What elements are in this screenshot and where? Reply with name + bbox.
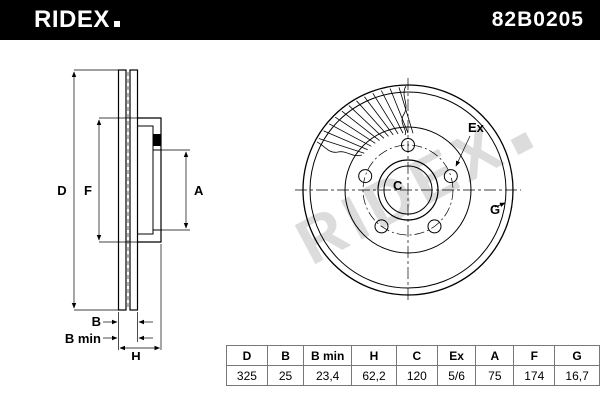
- dim-label-D: D: [57, 183, 66, 198]
- bolt-hole: [427, 219, 442, 234]
- spec-value-Bmin: 23,4: [303, 365, 353, 386]
- spec-header-A: A: [475, 345, 515, 366]
- bolt-hole: [358, 169, 373, 184]
- dim-label-C: C: [393, 178, 403, 193]
- spec-value-D: 325: [226, 365, 268, 386]
- spec-value-A: 75: [475, 365, 515, 386]
- brand-logo: RIDEX: [34, 6, 120, 34]
- spec-header-Bmin: B min: [303, 345, 353, 366]
- part-number: 82B0205: [491, 8, 584, 31]
- spec-header-B: B: [266, 345, 305, 366]
- dim-label-B: B: [92, 314, 101, 329]
- technical-drawing: RIDEX: [57, 69, 534, 360]
- spec-value-F: 174: [513, 365, 556, 386]
- spec-value-C: 120: [395, 365, 438, 386]
- spec-header-D: D: [226, 345, 268, 366]
- dim-label-H: H: [131, 349, 140, 360]
- section-hatch: [318, 87, 414, 154]
- brand-logo-text: RIDEX: [34, 6, 110, 33]
- header-bar: RIDEX 82B0205: [0, 0, 600, 40]
- spec-value-B: 25: [266, 365, 305, 386]
- hat-outline: [137, 117, 162, 243]
- side-view: [117, 69, 162, 311]
- bolt-hole: [443, 169, 458, 184]
- dim-label-F: F: [84, 183, 92, 198]
- hat-inner-outline: [137, 125, 154, 235]
- spec-header-G: G: [554, 345, 600, 366]
- bolt-hole: [374, 219, 389, 234]
- spec-table-header-row: D B B min H C Ex A F G: [226, 345, 600, 366]
- break-line-left: [316, 141, 363, 157]
- ex-leader-arrow: [455, 135, 471, 167]
- spec-value-Ex: 5/6: [436, 365, 477, 386]
- dim-label-A: A: [194, 183, 204, 198]
- side-dimensions: [71, 69, 190, 351]
- dim-label-G: G: [490, 202, 500, 217]
- spec-header-H: H: [351, 345, 397, 366]
- watermark-square-dot: [510, 132, 534, 156]
- spec-header-C: C: [395, 345, 438, 366]
- spec-header-Ex: Ex: [436, 345, 477, 366]
- hub-detail: [153, 134, 161, 146]
- front-view: [295, 78, 521, 302]
- brand-logo-square-dot-icon: [113, 21, 120, 27]
- break-line-right: [401, 85, 407, 136]
- hub-bore-edges: [153, 149, 161, 231]
- spec-table: D B B min H C Ex A F G 325 25 23,4 62,2 …: [226, 345, 600, 386]
- spec-table-values-row: 325 25 23,4 62,2 120 5/6 75 174 16,7: [226, 365, 600, 386]
- dim-label-B-min: B min: [65, 331, 101, 346]
- spec-header-F: F: [513, 345, 556, 366]
- spec-value-H: 62,2: [351, 365, 397, 386]
- disc-left-plate: [117, 69, 127, 311]
- g-leader-arrow: [494, 202, 506, 208]
- disc-right-plate: [129, 69, 139, 311]
- dim-label-Ex: Ex: [468, 120, 485, 135]
- spec-value-G: 16,7: [554, 365, 600, 386]
